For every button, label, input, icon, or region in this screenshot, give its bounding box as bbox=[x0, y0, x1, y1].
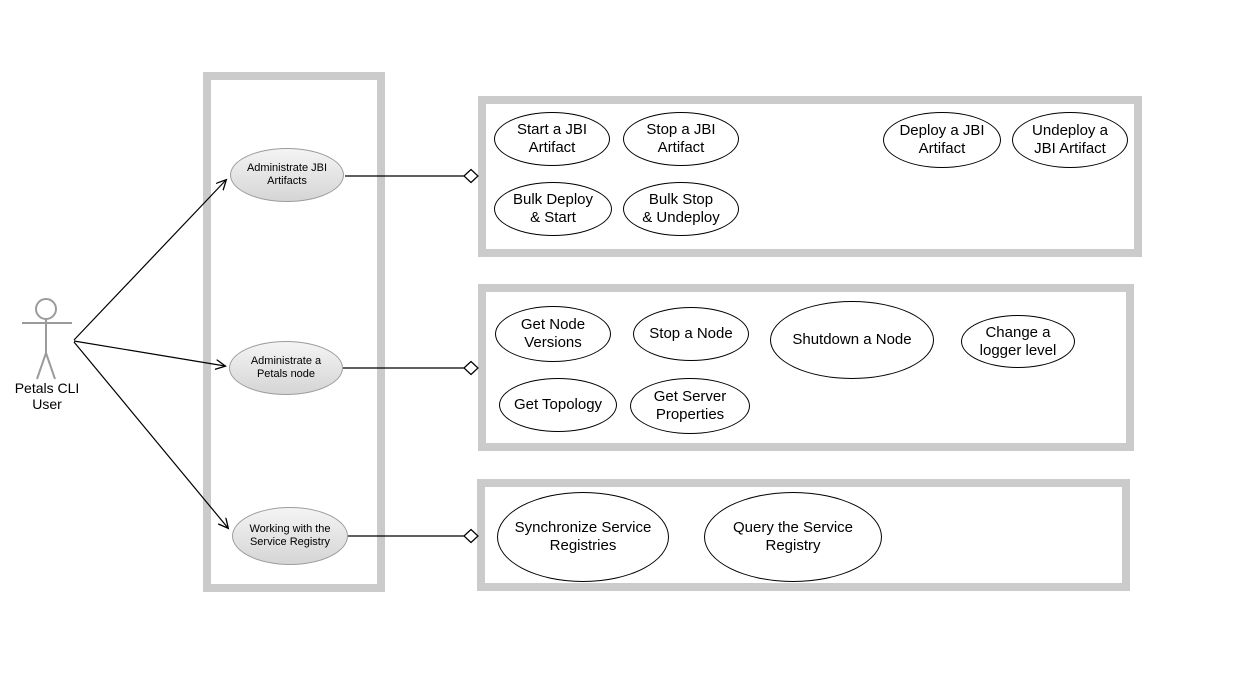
usecase-query-service-registry: Query the Service Registry bbox=[704, 492, 882, 582]
arrow-actor-to-jbi-artifacts bbox=[73, 180, 226, 341]
usecase-deploy-jbi-artifact: Deploy a JBI Artifact bbox=[883, 112, 1001, 168]
usecase-start-jbi-artifact: Start a JBI Artifact bbox=[494, 112, 610, 166]
usecase-bulk-stop-undeploy: Bulk Stop & Undeploy bbox=[623, 182, 739, 236]
usecase-shutdown-a-node: Shutdown a Node bbox=[770, 301, 934, 379]
jbi-usecases-frame bbox=[478, 96, 1142, 257]
arrow-actor-to-petals-node bbox=[73, 340, 225, 366]
actor-head-icon bbox=[35, 298, 57, 320]
actor-left-leg bbox=[36, 352, 47, 380]
aggregation-diamond-icon bbox=[463, 528, 479, 544]
registry-usecases-frame bbox=[477, 479, 1130, 591]
usecase-change-logger-level: Change a logger level bbox=[961, 315, 1075, 368]
usecase-administrate-petals-node: Administrate a Petals node bbox=[229, 341, 343, 395]
usecase-working-with-service-registry: Working with the Service Registry bbox=[232, 507, 348, 565]
actor-label: Petals CLI User bbox=[14, 380, 80, 412]
usecase-bulk-deploy-start: Bulk Deploy & Start bbox=[494, 182, 612, 236]
node-usecases-frame bbox=[478, 284, 1134, 451]
usecase-undeploy-jbi-artifact: Undeploy a JBI Artifact bbox=[1012, 112, 1128, 168]
usecase-stop-jbi-artifact: Stop a JBI Artifact bbox=[623, 112, 739, 166]
arrow-actor-to-service-registry bbox=[73, 341, 228, 528]
category-frame bbox=[203, 72, 385, 592]
aggregation-diamond-icon bbox=[463, 360, 479, 376]
usecase-get-server-properties: Get Server Properties bbox=[630, 378, 750, 434]
actor-figure bbox=[22, 298, 72, 380]
usecase-stop-a-node: Stop a Node bbox=[633, 307, 749, 361]
usecase-administrate-jbi-artifacts: Administrate JBI Artifacts bbox=[230, 148, 344, 202]
usecase-get-topology: Get Topology bbox=[499, 378, 617, 432]
aggregation-diamond-icon bbox=[463, 168, 479, 184]
usecase-get-node-versions: Get Node Versions bbox=[495, 306, 611, 362]
usecase-synchronize-service-registries: Synchronize Service Registries bbox=[497, 492, 669, 582]
actor-right-leg bbox=[45, 352, 56, 380]
